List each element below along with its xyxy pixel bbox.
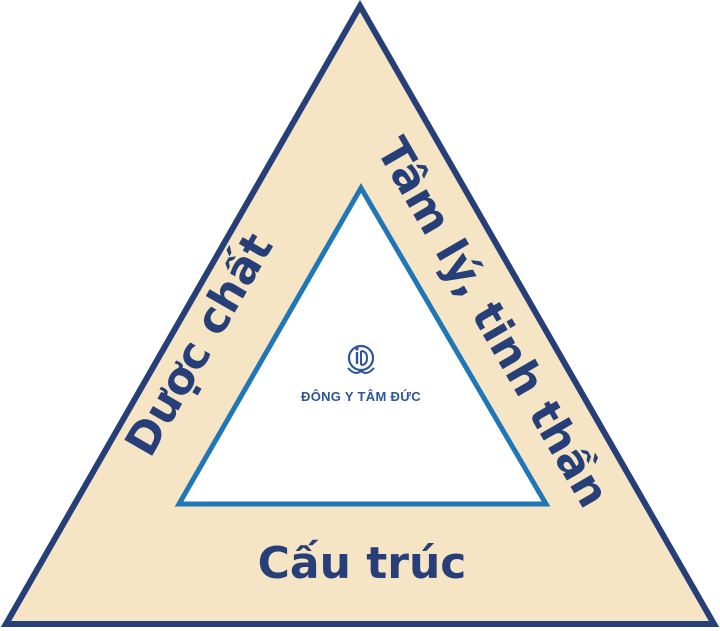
label-bottom: Cấu trúc (258, 538, 467, 589)
dong-y-tam-duc-logo-icon (347, 344, 375, 374)
brand-text: ĐÔNG Y TÂM ĐỨC (301, 389, 421, 404)
